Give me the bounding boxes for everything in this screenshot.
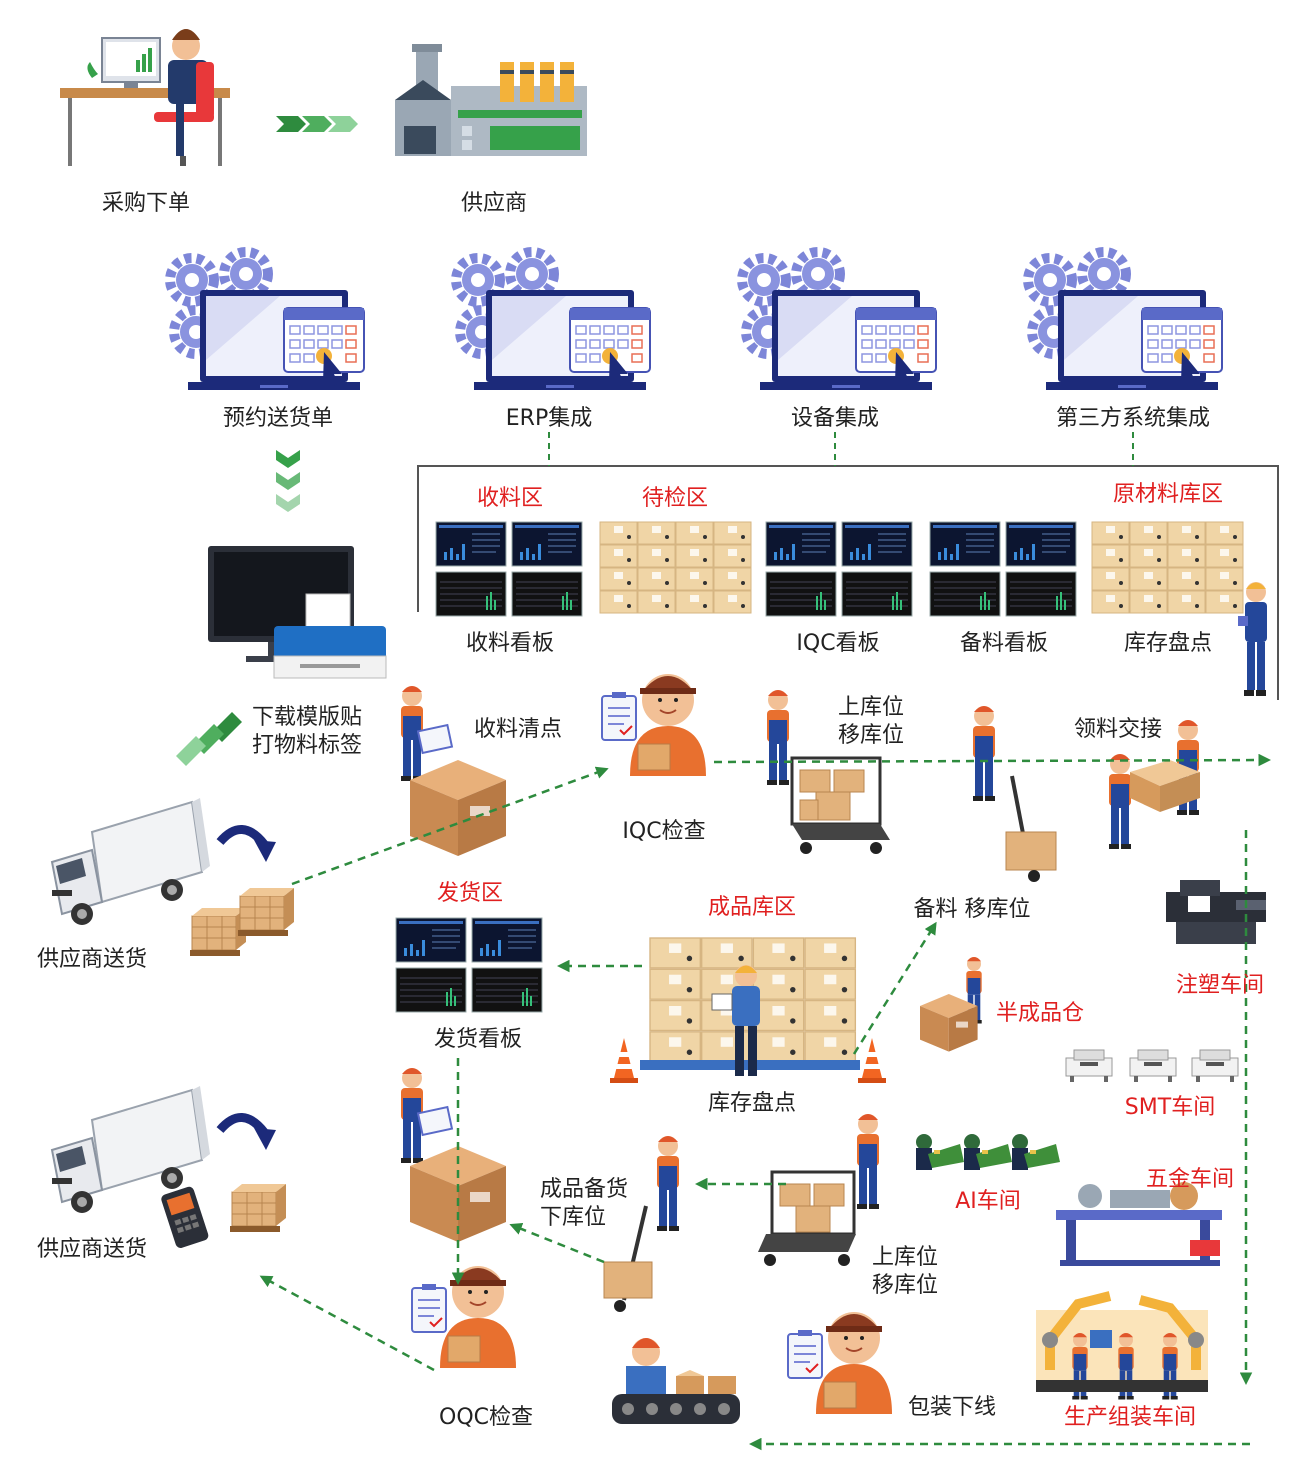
- label-supplier-delivery-2: 供应商送货: [36, 1237, 148, 1262]
- label-material-handover: 领料交接: [1074, 717, 1163, 742]
- hardware-machine-icon: [1056, 1182, 1222, 1266]
- left-down-chevron-arrow-icon: [176, 712, 242, 766]
- printer-monitor-icon: [208, 546, 387, 679]
- label-supplier: 供应商: [460, 191, 528, 216]
- prep-dashboard: [930, 522, 1076, 616]
- label-finished-zone: 成品库区: [707, 895, 797, 920]
- traffic-cone-icon: [610, 1038, 638, 1083]
- label-receiving-check: 收料清点: [474, 717, 563, 742]
- label-equipment: 设备集成: [790, 406, 880, 431]
- label-third-party: 第三方系统集成: [1055, 406, 1211, 431]
- pending-carton-wall: [600, 522, 751, 613]
- trolley-worker-icon: [758, 1114, 879, 1266]
- integration-bracket: [417, 432, 1279, 700]
- carton-box-icon: [410, 760, 506, 856]
- label-delivery-appointment: 预约送货单: [222, 406, 334, 431]
- traffic-cone-icon: [858, 1038, 886, 1083]
- label-prep-board: 备料看板: [959, 631, 1049, 656]
- label-shelve2-1: 上库位: [872, 1245, 939, 1270]
- label-prep-move: 备料 移库位: [913, 897, 1031, 922]
- smt-machine-icon: [1191, 1049, 1239, 1083]
- conveyor-icon: [612, 1338, 740, 1424]
- smt-machine-icon: [1065, 1049, 1113, 1083]
- handover-workers-icon: [1109, 720, 1200, 849]
- label-purchase-order: 采购下单: [101, 191, 191, 216]
- label-ai-workshop: AI车间: [955, 1189, 1021, 1214]
- label-shelve2-2: 移库位: [872, 1273, 939, 1298]
- semi-finished-worker-icon: [920, 957, 982, 1052]
- label-oqc-check: OQC检查: [439, 1405, 533, 1430]
- label-print-1: 下载模版贴: [252, 705, 363, 730]
- calendar-monitor-1: [170, 252, 365, 391]
- factory-icon: [395, 44, 587, 156]
- calendar-monitor-4: [1028, 252, 1223, 391]
- raw-material-carton-wall: [1092, 522, 1243, 613]
- label-finished-pick-1: 成品备货: [540, 1177, 629, 1202]
- curved-arrow-icon: [220, 1117, 276, 1150]
- pos-terminal-icon: [161, 1186, 209, 1248]
- receiving-dashboard: [436, 522, 582, 616]
- label-injection-workshop: 注塑车间: [1175, 973, 1265, 998]
- pallet-icon: [229, 1183, 287, 1233]
- iqc-dashboard: [766, 522, 912, 616]
- stocktake-worker-icon: [1238, 582, 1267, 696]
- label-supplier-delivery-1: 供应商送货: [36, 947, 148, 972]
- label-stocktake-mid: 库存盘点: [707, 1091, 797, 1116]
- label-shelve-2: 移库位: [838, 723, 905, 748]
- label-pending-zone: 待检区: [641, 486, 709, 511]
- calendar-monitor-3: [742, 252, 937, 391]
- label-shelve-1: 上库位: [838, 695, 905, 720]
- hand-truck-worker-icon: [603, 1136, 679, 1312]
- label-assembly-workshop: 生产组装车间: [1063, 1405, 1197, 1430]
- oqc-inspector-icon: [411, 1265, 517, 1369]
- label-receiving-board: 收料看板: [465, 631, 555, 656]
- label-iqc-check: IQC检查: [622, 819, 706, 844]
- label-smt-workshop: SMT车间: [1124, 1095, 1216, 1120]
- truck-icon: [51, 797, 211, 926]
- label-stocktake-top: 库存盘点: [1123, 631, 1213, 656]
- label-hardware-workshop: 五金车间: [1145, 1167, 1235, 1192]
- robot-arm-assembly-icon: [1036, 1291, 1208, 1400]
- packing-inspector-icon: [787, 1311, 893, 1415]
- pallet-icon: [189, 907, 247, 957]
- label-receiving-zone: 收料区: [476, 486, 544, 511]
- smt-machine-icon: [1129, 1049, 1177, 1083]
- triple-chevron-arrow-icon: [276, 116, 358, 132]
- ai-workstation-icon: [916, 1134, 964, 1170]
- label-erp: ERP集成: [505, 406, 593, 431]
- trolley-worker-icon: [767, 690, 890, 854]
- hand-truck-worker-icon: [973, 706, 1057, 882]
- label-shipping-zone: 发货区: [436, 881, 504, 906]
- shipping-dashboard: [396, 918, 542, 1012]
- injection-molding-machine-icon: [1166, 880, 1266, 944]
- label-raw-material-zone: 原材料库区: [1112, 482, 1224, 507]
- down-chevron-arrow-icon: [276, 450, 300, 512]
- curved-arrow-icon: [220, 829, 276, 862]
- office-worker-desk-icon: [60, 29, 230, 166]
- label-semi-finished: 半成品仓: [996, 1001, 1085, 1026]
- label-finished-pick-2: 下库位: [540, 1205, 607, 1230]
- receiving-worker-icon: [401, 686, 454, 781]
- label-packing-offline: 包装下线: [908, 1395, 997, 1420]
- label-print-2: 打物料标签: [252, 733, 363, 758]
- calendar-monitor-2: [456, 252, 651, 391]
- finished-goods-stack: [610, 937, 886, 1083]
- label-iqc-board: IQC看板: [796, 631, 880, 656]
- flow-arrows: [259, 753, 1271, 1451]
- oqc-worker-icon: [401, 1068, 454, 1163]
- label-shipping-board: 发货看板: [433, 1027, 523, 1052]
- iqc-inspector-icon: [601, 673, 707, 777]
